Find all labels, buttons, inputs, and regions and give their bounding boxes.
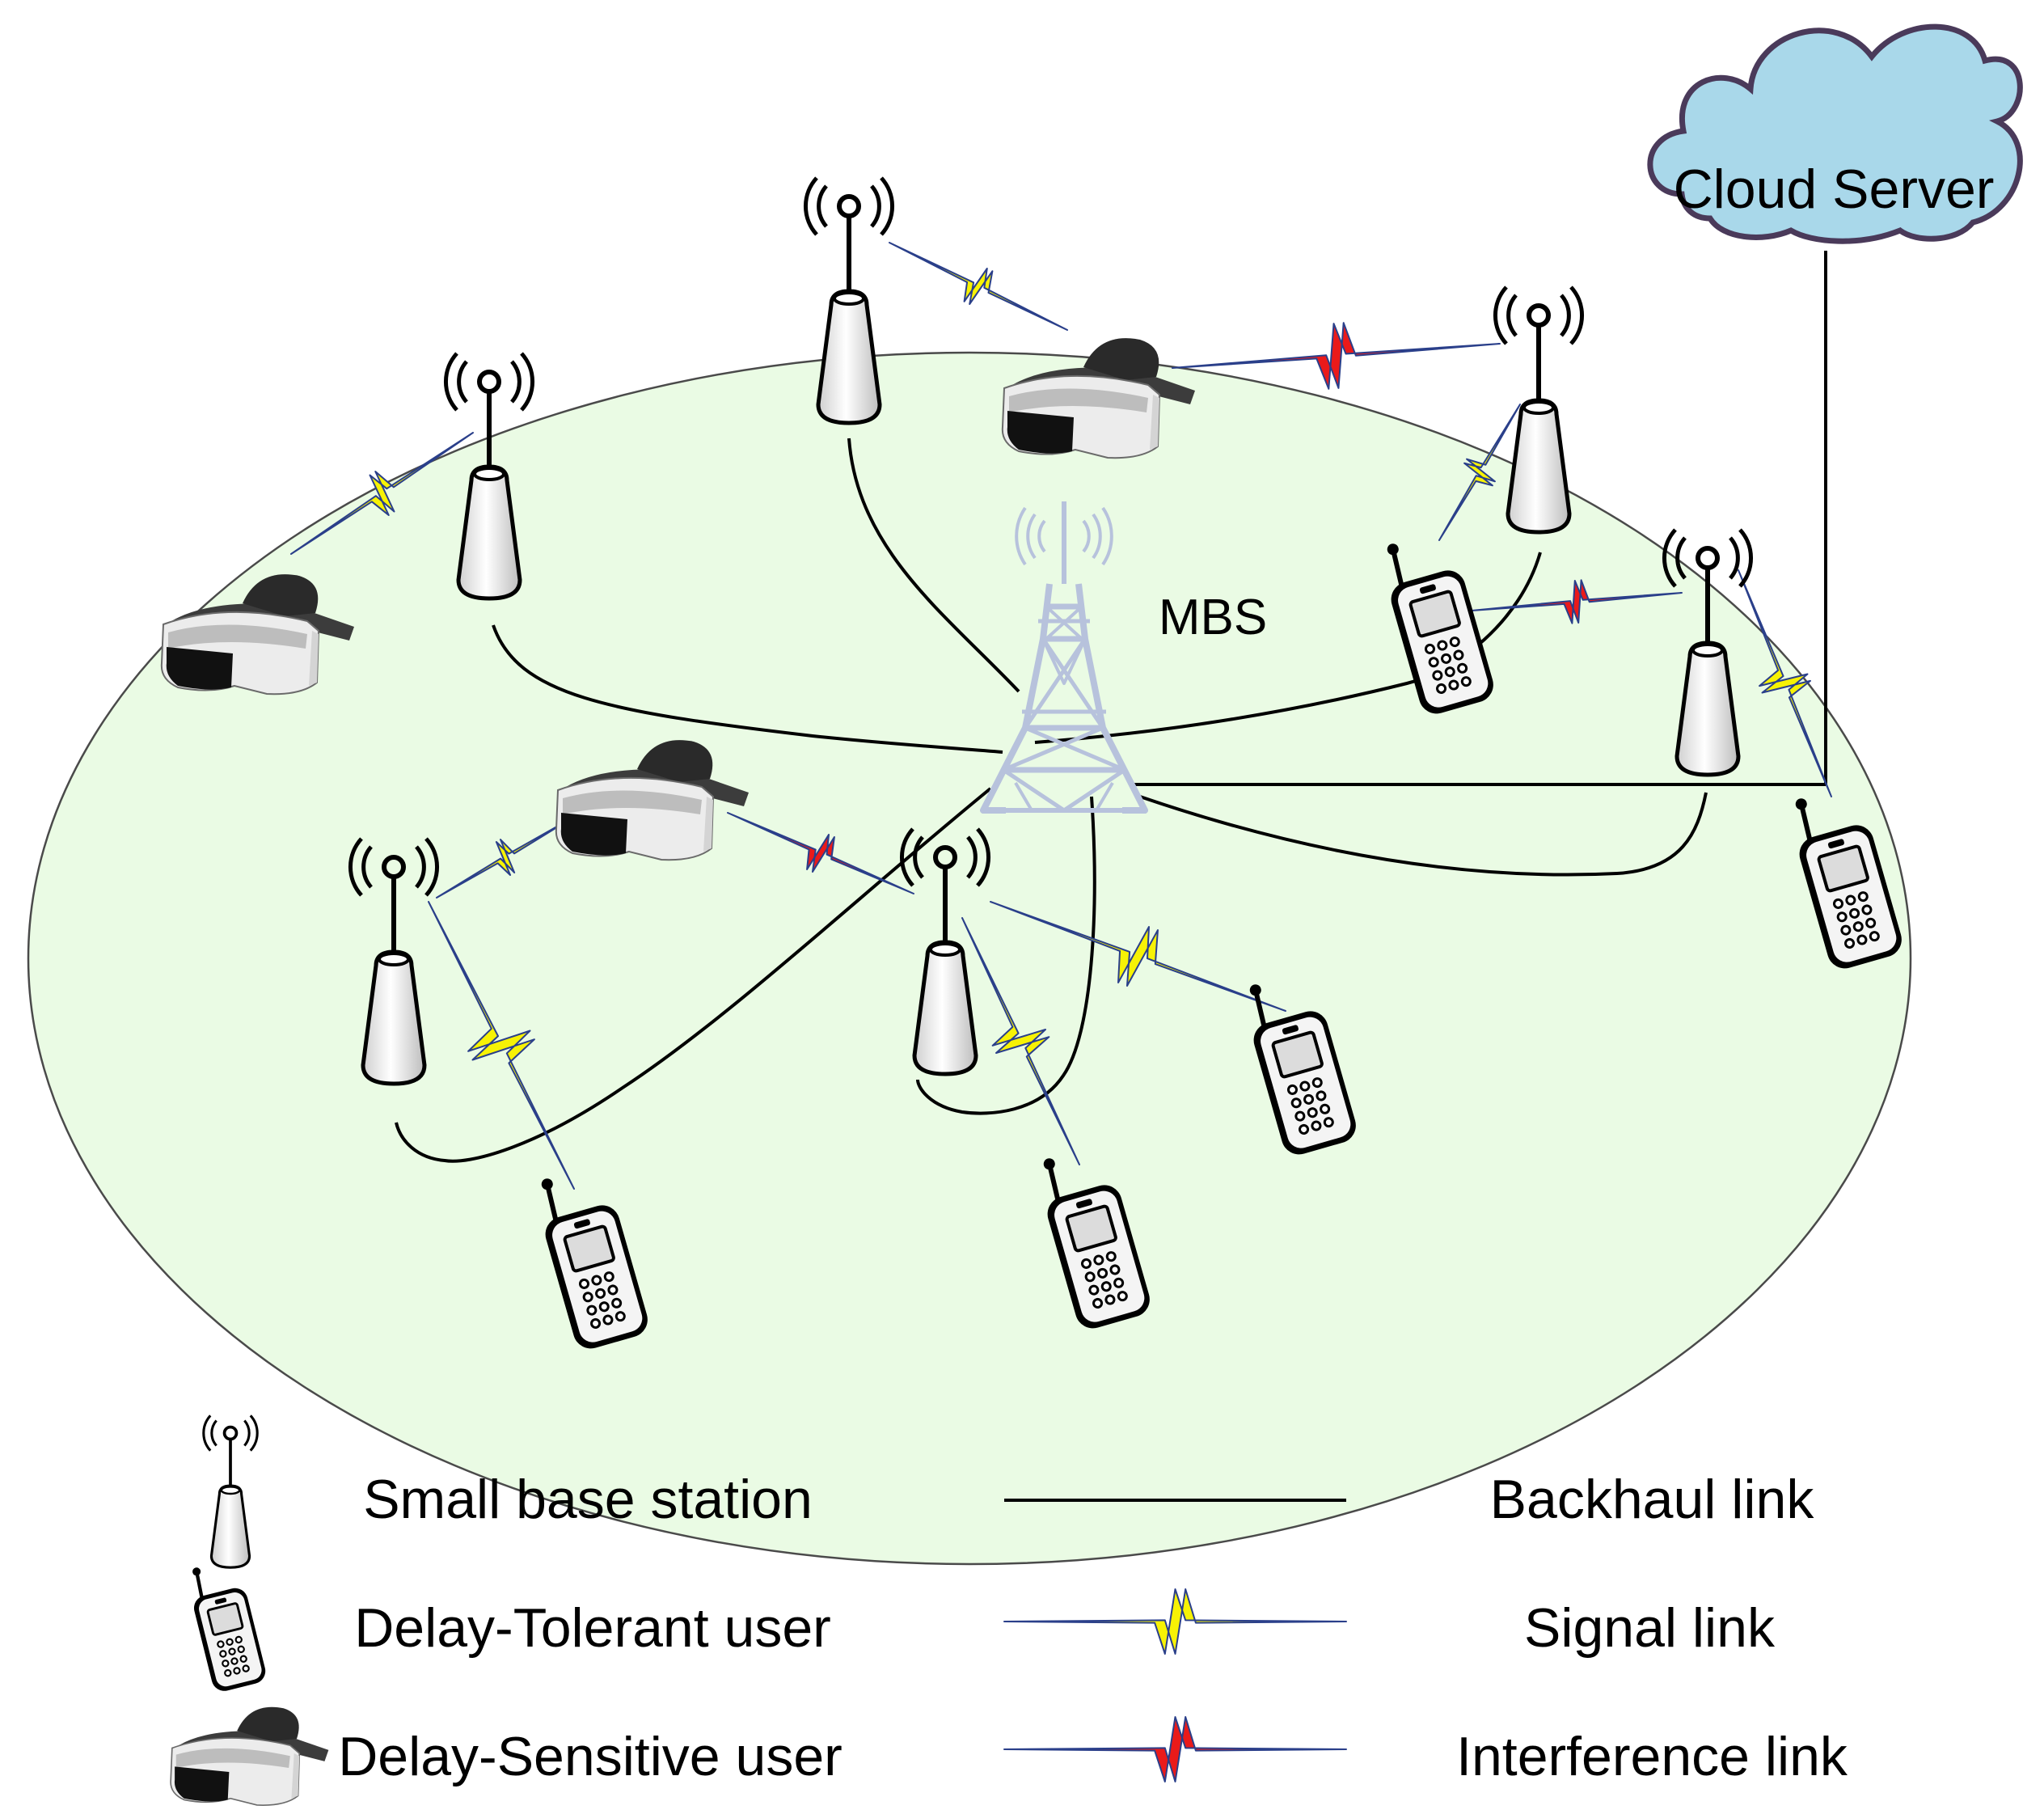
coverage-area xyxy=(27,351,1912,1566)
legend-item-small-base-station: Small base station xyxy=(201,1414,813,1570)
cloud-label: Cloud Server xyxy=(1674,159,1995,220)
legend-label-delay-tolerant-user: Delay-Tolerant user xyxy=(354,1597,831,1659)
cloud-icon: Cloud Server xyxy=(1647,23,2023,244)
signal-link xyxy=(961,917,1080,1165)
legend: Small base station Delay-Tolerant user D… xyxy=(170,1414,1848,1806)
antenna-icon xyxy=(805,178,892,423)
legend-label-small-base-station: Small base station xyxy=(363,1469,813,1530)
backhaul-link xyxy=(916,796,1096,1115)
legend-label-interference-link: Interference link xyxy=(1456,1726,1848,1787)
legend-item-delay-tolerant-user: Delay-Tolerant user xyxy=(184,1557,831,1693)
interference-link xyxy=(727,812,914,894)
backhaul-link xyxy=(492,624,1003,754)
interference-link xyxy=(1003,1716,1347,1782)
signal-link xyxy=(1003,1588,1347,1655)
backhaul-link xyxy=(847,438,1020,693)
signal-link xyxy=(290,432,474,555)
signal-link xyxy=(889,242,1068,331)
backhaul-link xyxy=(1034,552,1542,744)
signal-link xyxy=(990,901,1286,1012)
interference-link-sample xyxy=(1003,1716,1347,1782)
mbs-label: MBS xyxy=(1159,590,1267,645)
antenna-icon xyxy=(201,1414,260,1570)
legend-label-backhaul-link: Backhaul link xyxy=(1490,1469,1815,1530)
macro-base-station: MBS xyxy=(983,501,1267,810)
backhaul-link xyxy=(1139,792,1708,877)
legend-item-backhaul-link: Backhaul link xyxy=(1004,1469,1814,1530)
legend-label-delay-sensitive-user: Delay-Sensitive user xyxy=(338,1726,843,1787)
signal-link-sample xyxy=(1003,1588,1347,1655)
signal-link xyxy=(1438,404,1521,541)
interference-link xyxy=(1172,322,1501,390)
backhaul-links xyxy=(395,251,1827,1163)
signal-link xyxy=(428,901,575,1190)
signal-link xyxy=(1738,569,1832,797)
legend-item-interference-link: Interference link xyxy=(1003,1716,1848,1787)
backhaul-link xyxy=(395,787,992,1163)
antenna-icon xyxy=(1495,287,1582,532)
vr-headset-icon xyxy=(170,1706,330,1806)
legend-label-signal-link: Signal link xyxy=(1524,1597,1776,1659)
legend-item-signal-link: Signal link xyxy=(1003,1588,1776,1659)
cellphone-icon xyxy=(184,1557,268,1693)
legend-item-delay-sensitive-user: Delay-Sensitive user xyxy=(170,1706,843,1806)
radio-links xyxy=(290,242,1832,1190)
interference-link xyxy=(1471,579,1683,624)
